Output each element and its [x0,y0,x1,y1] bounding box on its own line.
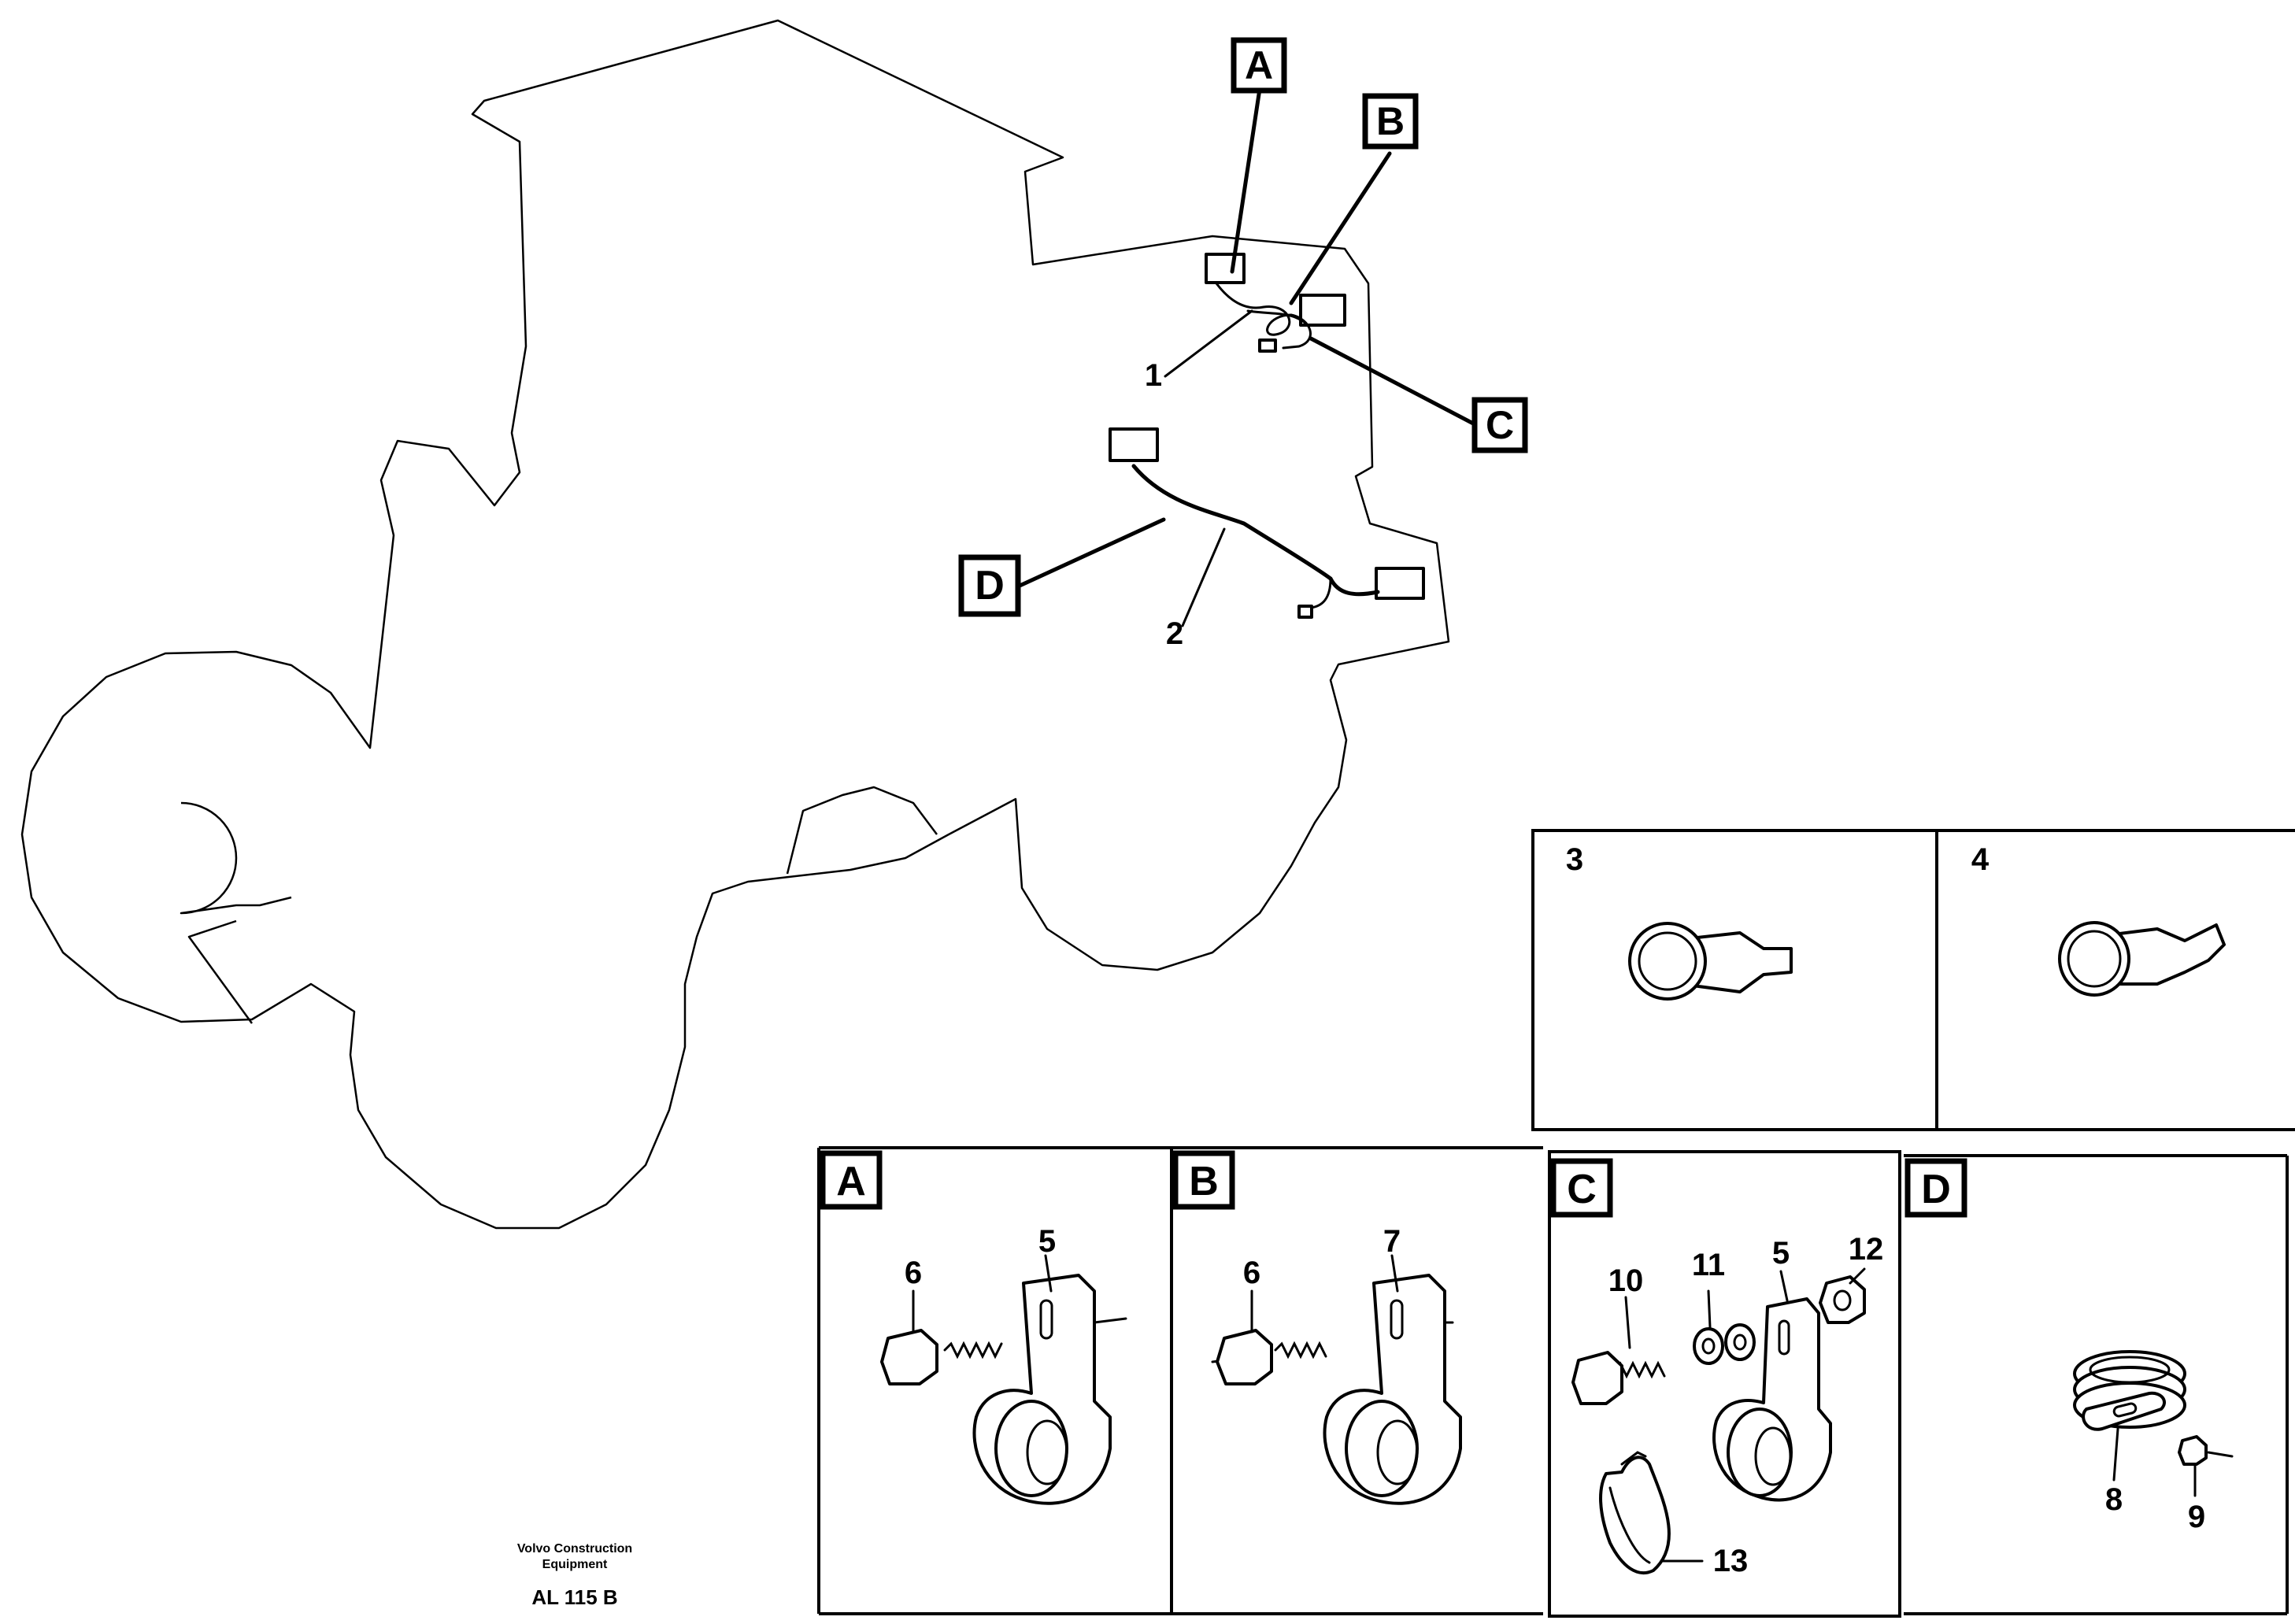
detail-c-cable-tie [1599,1451,1671,1575]
upper-lamp-left [1205,253,1246,284]
callout-d: D [958,554,1021,617]
callout-d-label: D [975,563,1005,609]
detail-b-parts: 6 7 [1211,1224,1462,1505]
item-number-1: 1 [1145,358,1162,393]
footer-drawing-code: AL 115 B [531,1585,617,1609]
callout-b-label: B [1376,99,1405,143]
detail-callout-b: B [1172,1150,1235,1210]
detail-a-parts: 6 5 [880,1224,1127,1505]
callout-c-label: C [1486,403,1514,447]
detail-panels: A B C D [817,1146,2289,1618]
detail-c-bolt-number: 10 [1608,1263,1644,1298]
detail-callout-c: C [1550,1158,1613,1218]
detail-c-washer-number: 11 [1692,1248,1725,1282]
detail-b-bolt-number: 6 [1243,1256,1260,1290]
detail-c-tie-number: 13 [1713,1544,1749,1578]
detail-a-clamp [972,1274,1127,1505]
leader-lines [1016,87,1479,627]
sleeve-part-3 [1628,922,1793,1001]
upper-connector [1258,338,1277,353]
detail-c-nut-number: 12 [1849,1232,1884,1267]
callout-a: A [1231,37,1287,94]
lower-lamp-left [1109,427,1159,462]
item-number-2: 2 [1166,616,1183,651]
detail-a-bolt-number: 6 [905,1256,922,1290]
machine-outline [20,19,1450,1230]
detail-c-parts: 10 11 5 12 13 [1571,1232,1884,1578]
harness-2 [1109,427,1425,619]
sleeve-part-4 [2058,921,2226,997]
detail-c-bolt [1571,1351,1666,1405]
detail-d-clamp [2073,1350,2186,1431]
footer-company-line1: Volvo Construction [517,1542,632,1556]
svg-text:A: A [836,1159,866,1204]
sleeve-number-4: 4 [1971,842,1990,877]
harness-1 [1205,253,1346,353]
detail-b-clamp-number: 7 [1383,1224,1401,1259]
detail-c-clamp-number: 5 [1772,1236,1790,1271]
footer-logo: Volvo Construction Equipment AL 115 B [517,1542,632,1609]
detail-b-bolt [1211,1329,1327,1385]
svg-text:C: C [1567,1167,1597,1212]
detail-c-clamp [1712,1297,1832,1502]
detail-d-parts: 8 9 [2073,1350,2234,1534]
detail-callout-d: D [1904,1158,1967,1218]
lower-connector [1297,605,1313,619]
detail-d-nut-number: 9 [2188,1500,2205,1534]
detail-d-clamp-number: 8 [2105,1482,2123,1517]
svg-text:D: D [1921,1167,1951,1212]
lower-lamp-right [1375,567,1425,600]
callout-b: B [1362,93,1419,150]
callout-a-label: A [1245,43,1273,87]
detail-c-washers [1693,1323,1756,1365]
detail-d-nut [2178,1435,2234,1466]
detail-callout-a: A [820,1150,883,1210]
upper-lamp-right [1299,294,1346,327]
detail-c-nut [1819,1275,1866,1324]
sleeve-panels: 3 4 [1531,829,2295,1131]
sleeve-number-3: 3 [1566,842,1583,877]
detail-b-clamp [1323,1274,1462,1505]
callout-c: C [1471,397,1528,453]
detail-a-bolt [880,1329,1003,1385]
footer-company-line2: Equipment [542,1558,608,1571]
svg-text:B: B [1189,1159,1219,1204]
detail-a-clamp-number: 5 [1038,1224,1056,1259]
